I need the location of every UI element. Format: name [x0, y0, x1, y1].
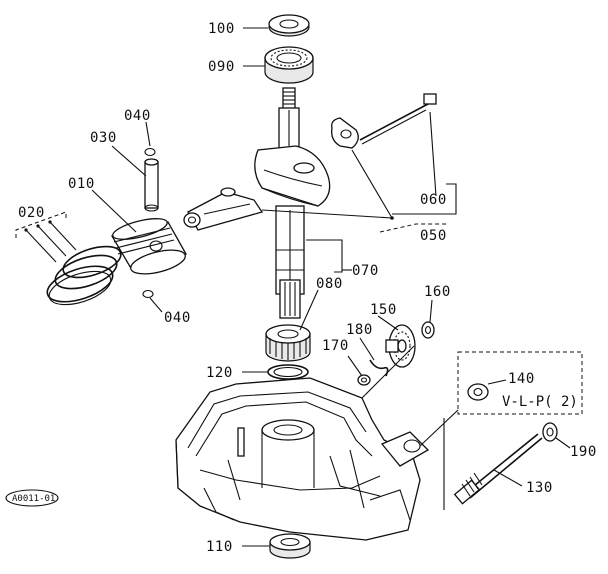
kit-box-140 — [457, 351, 583, 415]
bracket-050 — [379, 223, 448, 233]
label-070: 070 — [352, 263, 379, 279]
leader-080 — [299, 289, 319, 331]
label-080: 080 — [316, 276, 343, 292]
leader-rod — [261, 209, 393, 219]
leader-150 — [377, 315, 399, 331]
leader-030 — [111, 145, 147, 177]
washer-190 — [542, 422, 558, 442]
leader-160 — [429, 299, 433, 323]
seal-120 — [267, 364, 309, 380]
piston-rings-020 — [46, 245, 122, 306]
label-140: 140 — [508, 371, 535, 387]
bracket-020 — [15, 211, 67, 238]
leader-060 — [429, 111, 437, 197]
label-090: 090 — [208, 59, 235, 75]
shaft-130 — [453, 433, 543, 505]
washer-170 — [357, 374, 371, 386]
leader-case-gear — [361, 345, 415, 399]
label-060: 060 — [420, 192, 447, 208]
label-190: 190 — [570, 444, 597, 460]
clip-040-bottom — [142, 289, 154, 299]
leader-180 — [359, 337, 375, 361]
label-020: 020 — [18, 205, 45, 221]
label-010: 010 — [68, 176, 95, 192]
leader-020-c — [49, 221, 77, 251]
piston-pin-030 — [144, 158, 159, 212]
label-120: 120 — [206, 365, 233, 381]
label-050: 050 — [420, 228, 447, 244]
crankcase — [175, 377, 430, 541]
label-030: 030 — [90, 130, 117, 146]
washer-160 — [421, 321, 435, 339]
label-160: 160 — [424, 284, 451, 300]
leader-050 — [351, 149, 393, 219]
label-100: 100 — [208, 21, 235, 37]
bolt-060 — [359, 93, 437, 145]
bracket-070 — [306, 239, 343, 273]
diagram-code: A0011-01 — [12, 494, 55, 504]
leader-170 — [347, 355, 363, 377]
spring-180 — [369, 359, 389, 377]
label-170: 170 — [322, 338, 349, 354]
leader-010 — [91, 189, 137, 233]
leader-040-bottom — [149, 297, 163, 313]
clip-040-top — [144, 147, 156, 157]
governor-gear-150 — [385, 324, 416, 368]
label-130: 130 — [526, 480, 553, 496]
leader-130 — [493, 469, 523, 487]
diagram-code-oval — [5, 489, 59, 507]
label-180: 180 — [346, 322, 373, 338]
connecting-rod — [183, 187, 264, 231]
leader-190 — [555, 437, 571, 449]
leader-box — [419, 409, 459, 447]
crank-gear-080 — [265, 324, 311, 362]
label-040-top: 040 — [124, 108, 151, 124]
bearing-090 — [264, 46, 314, 84]
oil-seal-110 — [269, 533, 311, 559]
label-040-bottom: 040 — [164, 310, 191, 326]
leader-020-b — [37, 225, 67, 257]
bracket-060 — [392, 183, 457, 215]
leader-140 — [487, 379, 507, 385]
leader-020-a — [25, 229, 57, 263]
oil-seal-100 — [268, 14, 310, 37]
crankshaft-070 — [254, 87, 331, 319]
bushing-140 — [467, 383, 489, 401]
piston-010 — [110, 218, 187, 275]
label-110: 110 — [206, 539, 233, 555]
rod-cap-050 — [331, 117, 359, 149]
leader-040-top — [145, 121, 151, 147]
label-150: 150 — [370, 302, 397, 318]
reference-code: V-L-P( 2) — [502, 394, 578, 410]
